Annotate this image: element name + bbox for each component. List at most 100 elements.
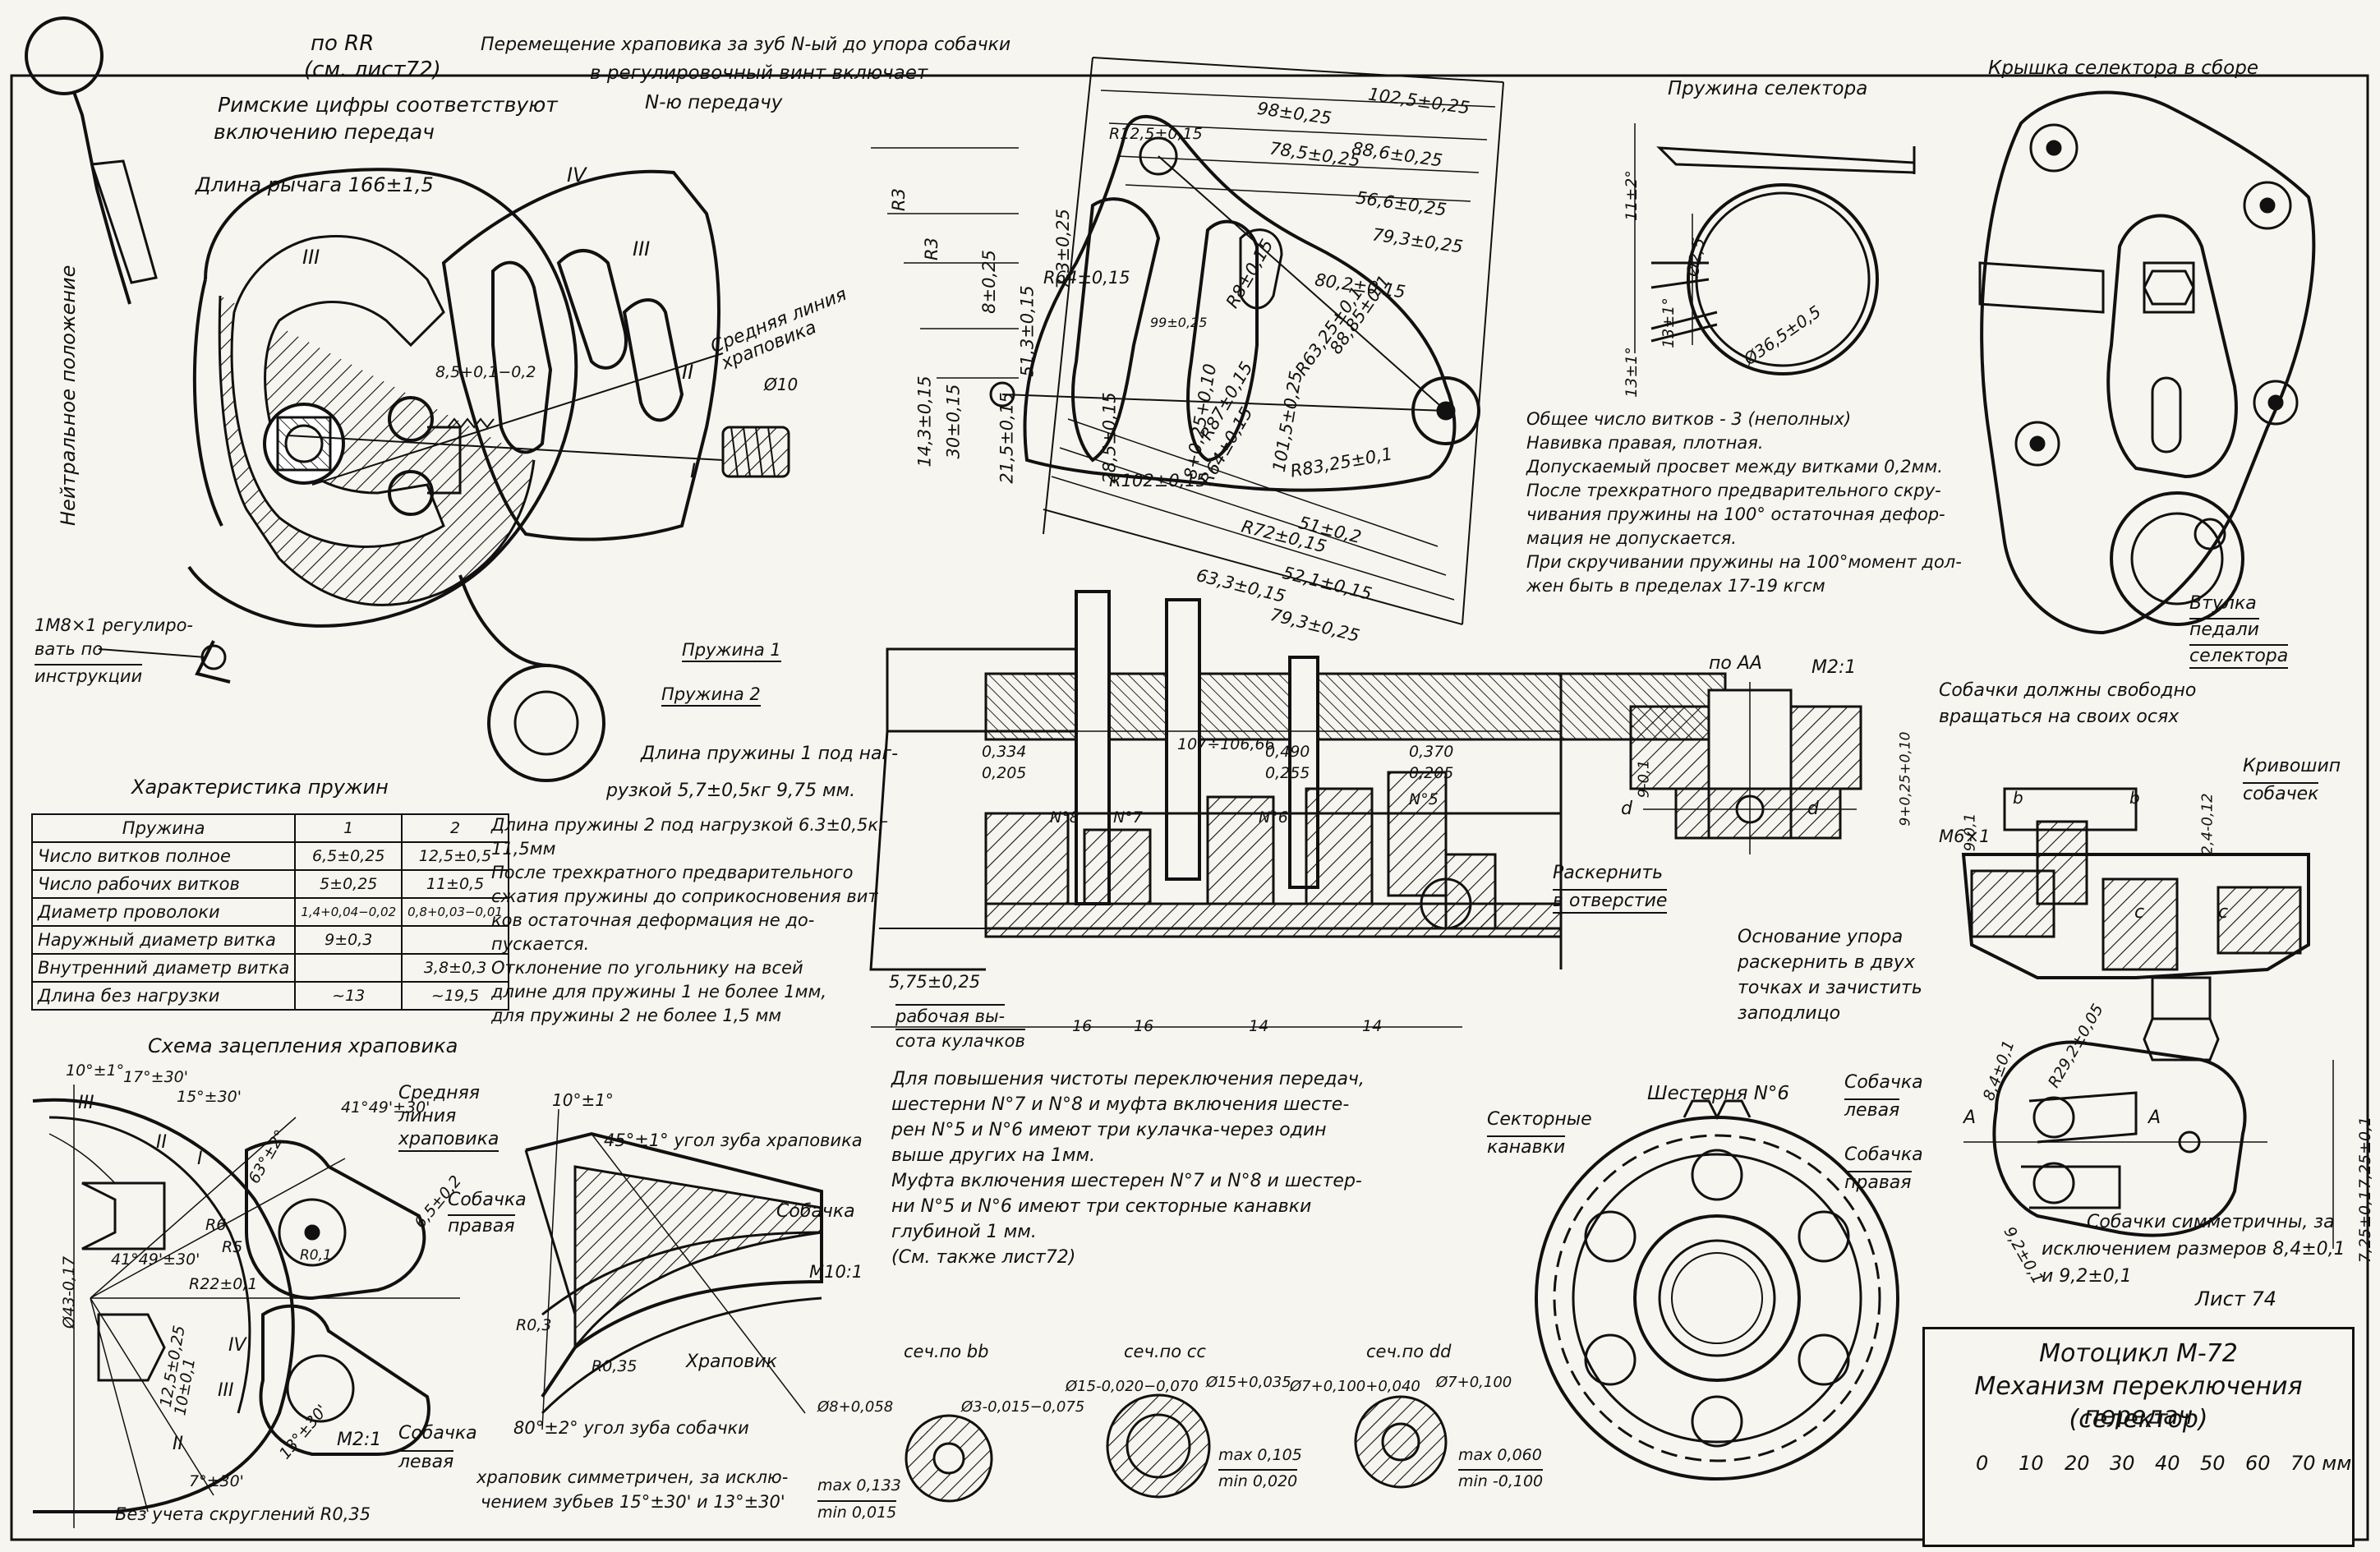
title-line-2: Механизм переключения передач <box>1974 1372 2303 1430</box>
shaft-note-line: ни N°5 и N°6 имеют три секторные канавки <box>891 1196 1312 1217</box>
neutral-position-label: Нейтральное положение <box>57 265 80 526</box>
pawl-dim: 7,25±0,1 <box>2356 1116 2375 1190</box>
screw-note-2: вать по <box>35 639 104 659</box>
section-aa-view <box>1629 682 1862 854</box>
table-cell: Число рабочих витков <box>30 869 297 899</box>
ratchet-midline-1: Средняя <box>398 1083 480 1103</box>
section-cc-d1: Ø15-0,020−0,070 <box>1066 1378 1199 1395</box>
bush-label-3: селектора <box>2189 644 2289 669</box>
scale-label: 10 <box>2019 1452 2044 1475</box>
table-header: Пружина <box>30 813 297 843</box>
section-aa-title: по АА <box>1709 653 1762 674</box>
tooth-angle-label: 45°±1° угол зуба храповика <box>604 1131 863 1150</box>
spring-note-line: После трехкратного предварительного <box>491 863 854 882</box>
spring-note-line: чивания пружины на 100° остаточная дефор… <box>1526 504 1945 524</box>
shaft-note-line: рен N°5 и N°6 имеют три кулачка-через од… <box>891 1120 1327 1140</box>
gear-label: N°7 <box>1113 808 1143 827</box>
roman-mark-2: II <box>682 361 694 384</box>
selector-housing-view <box>25 16 790 782</box>
roman-note-1: Римские цифры соответствуют <box>218 93 558 117</box>
table-cell: ~13 <box>294 981 403 1011</box>
sheet-number: Лист 74 <box>2195 1287 2276 1310</box>
ratchet-roman: I <box>197 1149 203 1169</box>
gear6-title: Шестерня N°6 <box>1647 1083 1790 1104</box>
gear-6-view <box>1535 1099 1899 1481</box>
see-sheet-label: (см. лист72) <box>304 58 441 82</box>
pawl-dim: 9-0,1 <box>1961 813 1979 852</box>
work-height-2: сота кулачков <box>895 1029 1025 1052</box>
no-fillet-note: Без учета скруглений R0,35 <box>115 1504 371 1524</box>
pawl-left-label-1: Собачка <box>1844 1072 1923 1093</box>
spring-note-line: для пружины 2 не более 1,5 мм <box>491 1006 782 1025</box>
spring-2-label: Пружина 2 <box>661 684 761 707</box>
pawl-dim: 7,25±0,1 <box>2356 1190 2375 1264</box>
ratchet-roman: III <box>218 1380 234 1401</box>
section-dd-d2: Ø7+0,100 <box>1436 1374 1512 1391</box>
scale-labels: 0 10 20 30 40 50 60 70 мм <box>1976 1453 2354 1477</box>
cover-assembly-view <box>1978 90 2316 635</box>
ratchet-roman: III <box>78 1093 94 1113</box>
base-note-line: Основание упора <box>1738 927 1904 947</box>
pawl-dim: b <box>2129 788 2140 808</box>
roman-mark-3: III <box>302 246 320 269</box>
spring-note-line: длине для пружины 1 не более 1мм, <box>491 982 827 1002</box>
c-label: c <box>2218 902 2229 923</box>
shaft-dim: 16 <box>1134 1017 1154 1035</box>
shaft-note-line: шестерни N°7 и N°8 и муфта включения шес… <box>891 1094 1350 1115</box>
section-dd-min: min -0,100 <box>1458 1469 1544 1492</box>
table-header: 2 <box>401 813 509 843</box>
ratchet-roman: II <box>173 1434 183 1454</box>
plate-dim: 21,5±0,15 <box>997 392 1017 484</box>
po-rr-label: по RR <box>311 31 375 56</box>
section-aa-scale: М2:1 <box>1811 657 1857 678</box>
shaft-dim: 0,205 <box>982 764 1027 782</box>
shaft-cross-sections <box>905 1393 1448 1503</box>
spring-note-line: Длина пружины 2 под нагрузкой 6.3±0,5кг <box>491 815 888 835</box>
section-bb-d2: Ø3-0,015−0,075 <box>961 1398 1085 1416</box>
shaft-dim: 107÷106,66 <box>1177 735 1275 753</box>
tooth-ratchet-label: Храповик <box>686 1352 777 1372</box>
pawls-symmetric-2: исключением размеров 8,4±0,1 <box>2042 1239 2345 1260</box>
table-cell: 3,8±0,3 <box>401 953 509 983</box>
section-cc-max: max 0,105 <box>1218 1446 1302 1464</box>
scale-label: 0 <box>1976 1452 1989 1475</box>
spring-table-caption: Характеристика пружин <box>131 776 389 799</box>
roman-mark-3b: III <box>633 237 651 260</box>
spring1-length-1: Длина пружины 1 под наг- <box>641 744 899 764</box>
table-header: 1 <box>294 813 403 843</box>
table-cell: Наружный диаметр витка <box>30 925 297 955</box>
spring-dim: 11±2° <box>1622 170 1641 221</box>
shaft-dim: 0,490 <box>1265 743 1310 761</box>
spring-dim: 13±1° <box>1659 297 1678 348</box>
shaft-dim: 0,205 <box>1409 764 1454 782</box>
spring-note-line: Навивка правая, плотная. <box>1526 433 1764 453</box>
shaft-note-line: выше других на 1мм. <box>891 1145 1096 1166</box>
pawl-right-2: правая <box>448 1214 515 1237</box>
grooves-label-2: канавки <box>1487 1135 1566 1158</box>
plate-dim: R64±0,15 <box>1043 268 1130 288</box>
table-cell: 9±0,3 <box>294 925 403 955</box>
roman-mark-4: IV <box>567 163 587 187</box>
pawl-left-2: левая <box>398 1450 454 1472</box>
table-cell: 5±0,25 <box>294 869 403 899</box>
section-aa-d: d <box>1807 799 1819 819</box>
scale-label: 50 <box>2200 1452 2226 1475</box>
selector-spring-title: Пружина селектора <box>1668 78 1868 99</box>
table-cell: 1,4+0,04−0,02 <box>294 897 403 927</box>
plate-dim: R3 <box>888 188 909 211</box>
pawl-dim: b <box>2013 788 2023 808</box>
gear-label: N°6 <box>1259 808 1288 827</box>
plate-dim: 30±0,15 <box>943 384 964 459</box>
pawl-right-1: Собачка <box>448 1190 527 1210</box>
m6-label: М6×1 <box>1939 827 1991 846</box>
pawls-plan-view <box>1963 1040 2334 1249</box>
shaft-dim: 14 <box>1362 1017 1383 1035</box>
spring-note-line: Отклонение по угольнику на всей <box>491 958 803 978</box>
base-note-line: точках и зачистить <box>1738 978 1922 998</box>
crank-label-2: собачек <box>2243 782 2319 804</box>
shaft-note-line: Для повышения чистоты переключения перед… <box>891 1069 1365 1089</box>
spring-note-line: 11,5мм <box>491 839 556 859</box>
